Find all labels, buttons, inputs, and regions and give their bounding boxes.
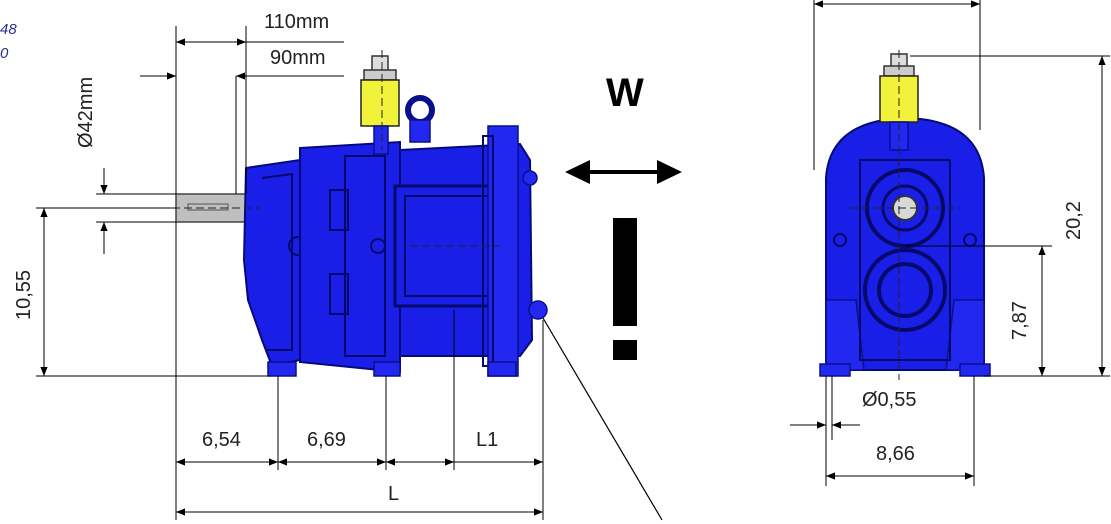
dim-label-l1: L1: [476, 429, 498, 451]
dim-label-l: L: [388, 483, 399, 505]
dim-label-7-87: 7,87: [1009, 301, 1031, 340]
front-view-pump: [819, 50, 991, 380]
dim-label-shaft-height: 10,55: [13, 270, 35, 320]
front-view-dimensions: [790, 0, 1110, 486]
side-view-dimensions: [36, 26, 544, 520]
dim-label-6-69: 6,69: [307, 429, 346, 451]
dim-label-8-66: 8,66: [876, 443, 915, 465]
warning-letter-w: W: [606, 71, 644, 115]
dim-label-hole-diameter: Ø0,55: [862, 389, 916, 411]
dim-label-20-2: 20,2: [1063, 201, 1085, 240]
exclamation-icon: [613, 218, 637, 360]
dim-label-110mm: 110mm: [264, 11, 329, 33]
double-arrow-left-icon: [565, 160, 590, 184]
dim-label-90mm: 90mm: [270, 47, 326, 69]
corner-text-2: 0: [0, 45, 9, 62]
double-arrow-right-icon: [657, 160, 682, 184]
dim-label-6-54: 6,54: [202, 429, 241, 451]
side-view-pump: [172, 50, 548, 377]
corner-text-1: 48: [0, 21, 17, 38]
dim-label-shaft-diameter: Ø42mm: [75, 77, 97, 148]
leader-line: [542, 317, 663, 521]
